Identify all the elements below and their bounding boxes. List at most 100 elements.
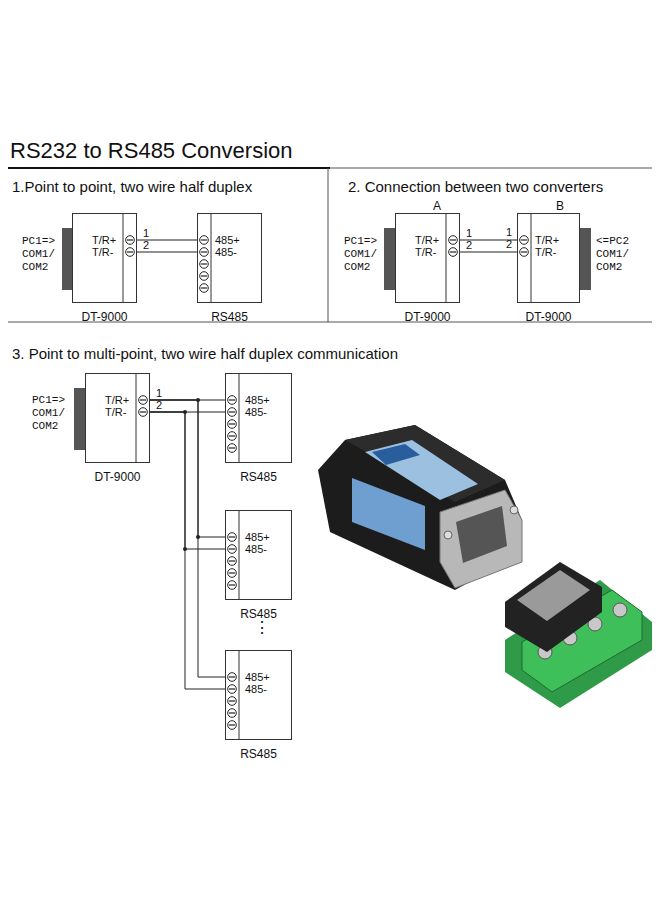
screw-terminal — [228, 709, 237, 718]
db9-connector — [384, 228, 395, 290]
pin-name: 485- — [245, 542, 267, 556]
pin-name: T/R+ — [535, 233, 559, 247]
strip-edge — [136, 373, 137, 463]
pin-name: T/R- — [92, 245, 113, 259]
pin-name: 485+ — [245, 670, 270, 684]
signal-wire — [150, 400, 225, 537]
port-label: PC1=> COM1/ COM2 — [32, 394, 74, 433]
port-label: PC1=> COM1/ COM2 — [344, 235, 386, 274]
device-caption: RS485 — [206, 747, 311, 761]
pin-name: T/R+ — [92, 233, 116, 247]
screw-terminal — [228, 396, 237, 405]
screw-terminal — [139, 396, 148, 405]
terminal-strips — [123, 213, 531, 740]
wire-number: 1 — [143, 226, 149, 240]
db9-connector — [580, 228, 591, 290]
frame-line — [328, 168, 329, 322]
db9-pins — [456, 506, 507, 563]
screw-terminal — [228, 408, 237, 417]
screw-terminal — [200, 272, 209, 281]
converter-body — [318, 425, 522, 590]
screw-terminal — [139, 408, 148, 417]
wire-number: 1 — [466, 226, 472, 240]
screw-terminals — [126, 236, 529, 730]
converter-box: T/R+T/R-DT-9000 — [517, 213, 580, 303]
continuation-dots: ⋮ — [254, 618, 270, 637]
screw-terminal — [200, 284, 209, 293]
pin-name: 485+ — [245, 393, 270, 407]
junction-dots — [183, 398, 200, 551]
strip-edge — [239, 373, 240, 463]
screw-terminal — [228, 557, 237, 566]
section-heading: 2. Connection between two converters — [348, 178, 603, 196]
strip-edge — [531, 213, 532, 303]
screw-terminal — [228, 569, 237, 578]
pin-name: T/R- — [415, 245, 436, 259]
screw-terminal — [126, 248, 135, 257]
converter-box: 485+485-RS485 — [225, 510, 292, 600]
pin-name: 485- — [215, 245, 237, 259]
strip-edge — [123, 213, 124, 303]
converter-box: T/R+T/R-DT-9000 — [85, 373, 150, 463]
db9-shell — [517, 570, 590, 621]
pin-name: T/R+ — [415, 233, 439, 247]
screw-terminal — [228, 420, 237, 429]
wire-number: 2 — [143, 238, 149, 252]
signal-wire — [460, 252, 517, 253]
db9-connector — [62, 228, 72, 290]
strip-edge — [446, 213, 447, 303]
screw-terminal — [520, 236, 529, 245]
db9-female — [505, 562, 602, 652]
db9-screw — [444, 531, 452, 539]
device-caption: DT-9000 — [53, 310, 156, 324]
pin-name: T/R+ — [105, 393, 129, 407]
section-heading: 1.Point to point, two wire half duplex — [12, 178, 252, 196]
converter-box: T/R+T/R-DT-9000 — [395, 213, 460, 303]
section-heading: 3. Point to multi-point, two wire half d… — [12, 345, 398, 363]
device-caption: DT-9000 — [376, 310, 479, 324]
terminal-board-photo — [505, 562, 652, 708]
converter-letter: B — [556, 199, 564, 213]
screw-terminal — [228, 697, 237, 706]
screw-terminal — [449, 248, 458, 257]
device-caption: RS485 — [178, 310, 281, 324]
strip-edge — [239, 510, 240, 600]
device-caption: RS485 — [206, 470, 311, 484]
db9-screw — [510, 506, 518, 514]
screw-terminal — [228, 444, 237, 453]
logo-band — [372, 444, 420, 465]
screw-terminal — [228, 721, 237, 730]
wire-number: 2 — [506, 238, 512, 251]
screw-terminal — [228, 545, 237, 554]
frame-line — [330, 168, 652, 169]
db9-connectors — [62, 228, 591, 450]
pin-name: 485+ — [245, 530, 270, 544]
signal-wire — [150, 412, 225, 689]
wire-number: 2 — [466, 238, 472, 252]
device-caption: RS485 — [206, 607, 311, 621]
db9-connector — [74, 388, 85, 450]
pin-name: 485+ — [215, 233, 240, 247]
screw-terminal — [449, 236, 458, 245]
screw-terminal — [200, 236, 209, 245]
pin-name: 485- — [245, 405, 267, 419]
signal-wire — [150, 400, 225, 677]
signal-wire — [150, 412, 225, 549]
wire-number: 1 — [506, 226, 512, 239]
converter-letter: A — [433, 199, 441, 213]
wire-number: 1 — [156, 386, 162, 400]
wire-number: 2 — [156, 398, 162, 412]
signal-wire — [137, 252, 197, 253]
pin-name: 485- — [245, 682, 267, 696]
strip-edge — [211, 213, 212, 303]
strip-edge — [239, 650, 240, 740]
converter-box: 485+485-RS485 — [225, 650, 292, 740]
screw-terminal — [228, 432, 237, 441]
screw-terminal — [228, 685, 237, 694]
device-caption: DT-9000 — [498, 310, 599, 324]
converter-box: 485+485-RS485 — [197, 213, 262, 303]
port-label: PC1=> COM1/ COM2 — [22, 235, 64, 274]
